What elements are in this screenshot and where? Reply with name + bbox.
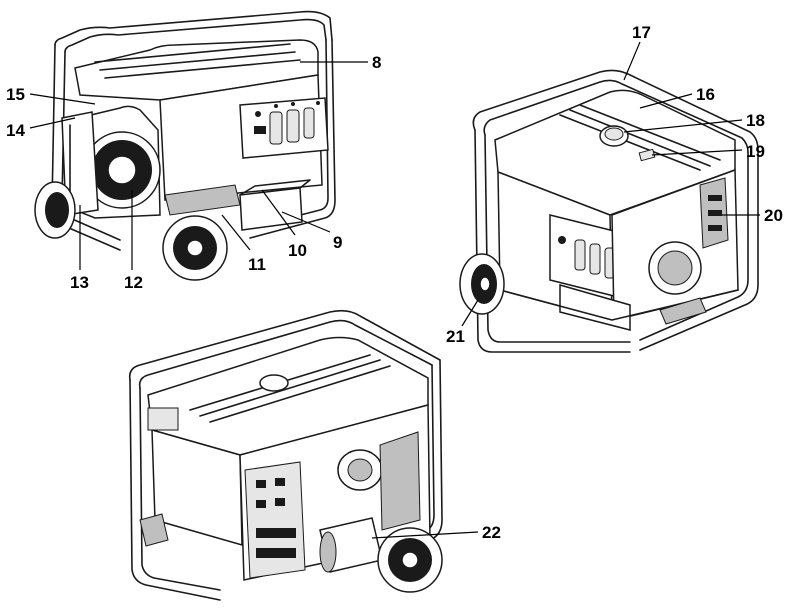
callout-11: 11 <box>248 255 266 274</box>
callout-labels: 8 9 10 11 12 13 14 15 16 17 18 19 20 21 … <box>6 23 783 542</box>
leader-22 <box>371 531 479 539</box>
callout-8: 8 <box>372 53 381 72</box>
callout-12: 12 <box>124 273 143 292</box>
leader-15 <box>29 93 96 105</box>
callout-20: 20 <box>764 206 783 225</box>
leader-9 <box>281 211 331 233</box>
leader-14 <box>29 117 76 129</box>
callout-19: 19 <box>746 142 765 161</box>
leader-19 <box>651 149 743 156</box>
callout-10: 10 <box>288 241 307 260</box>
callout-18: 18 <box>746 111 765 130</box>
callout-9: 9 <box>333 233 342 252</box>
callout-15: 15 <box>6 85 25 104</box>
leader-10 <box>261 189 296 236</box>
leader-16 <box>639 93 693 109</box>
callout-16: 16 <box>696 85 715 104</box>
leader-18 <box>623 119 743 133</box>
callout-21: 21 <box>446 327 465 346</box>
leader-17 <box>623 41 641 81</box>
generator-view-front <box>34 10 336 281</box>
callout-13: 13 <box>70 273 89 292</box>
leader-lines <box>29 41 760 539</box>
generator-view-rear <box>128 309 443 601</box>
callout-17: 17 <box>632 23 651 42</box>
leader-11 <box>221 214 251 251</box>
leader-21 <box>461 299 479 327</box>
generator-view-right <box>459 69 759 353</box>
callout-22: 22 <box>482 523 501 542</box>
callout-14: 14 <box>6 121 25 140</box>
